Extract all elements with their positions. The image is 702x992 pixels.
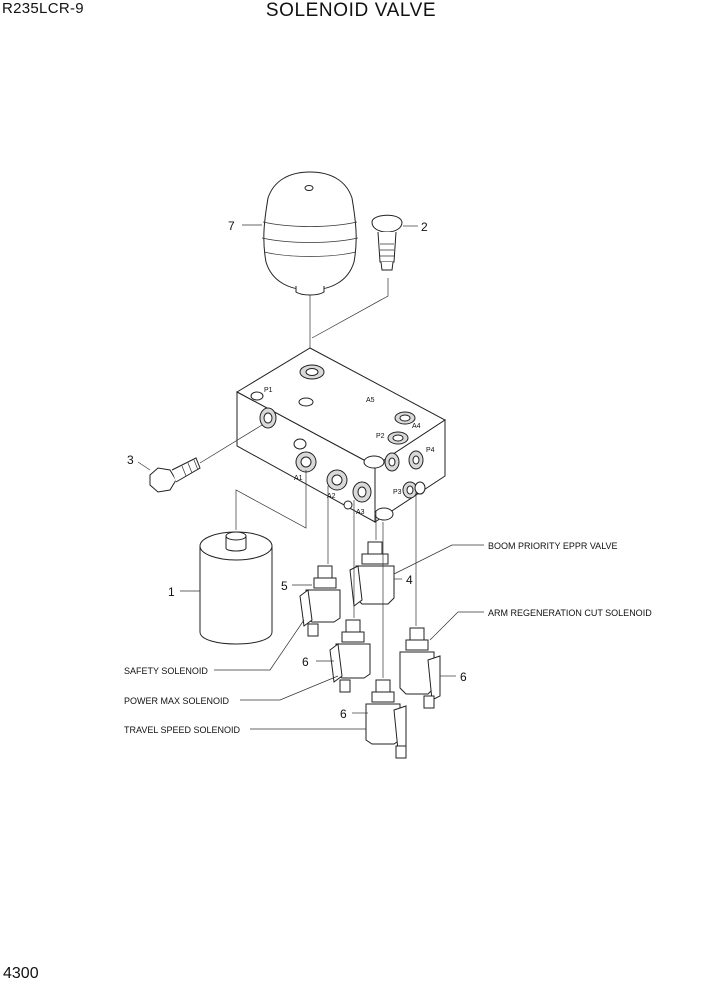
port-label-p2: P2 [376,433,385,440]
port-label-p1: P1 [264,387,273,394]
part-number-7: 7 [228,219,235,233]
callout-arm-regen: ARM REGENERATION CUT SOLENOID [488,608,652,618]
port-label-p4: P4 [426,447,435,454]
part-number-1: 1 [168,585,175,599]
port-label-a2: A2 [327,493,336,500]
part-number-6b: 6 [460,670,467,684]
port-label-a3: A3 [356,509,365,516]
callout-power-max-solenoid: POWER MAX SOLENOID [124,696,230,706]
plug-part [371,214,403,271]
port-label-p3: P3 [393,489,402,496]
filter-part [199,531,273,645]
solenoid-6-travel-speed-part [365,679,407,759]
port-label-a5: A5 [366,397,375,404]
part-number-5: 5 [281,579,288,593]
callout-safety-solenoid: SAFETY SOLENOID [124,666,208,676]
callout-boom-priority: BOOM PRIORITY EPPR VALVE [488,541,618,551]
callout-travel-speed-solenoid: TRAVEL SPEED SOLENOID [124,725,241,735]
part-number-6a: 6 [302,655,309,669]
part-number-3: 3 [127,453,134,467]
solenoid-6-power-max-part [329,619,371,693]
page-title: SOLENOID VALVE [265,0,437,21]
port-label-a1: A1 [294,475,303,482]
port-label-a4: A4 [412,423,421,430]
part-number-6c: 6 [340,707,347,721]
valve-block [235,347,446,523]
solenoid-6-arm-regen-part [399,627,441,709]
accumulator-part [261,171,359,296]
part-number-4: 4 [406,573,413,587]
page-number: 4300 [3,965,39,982]
part-number-2: 2 [421,220,428,234]
solenoid-5-part [299,565,341,637]
bolt-part [149,457,201,493]
solenoid-4-part [349,541,395,607]
model-code: R235LCR-9 [2,0,84,17]
